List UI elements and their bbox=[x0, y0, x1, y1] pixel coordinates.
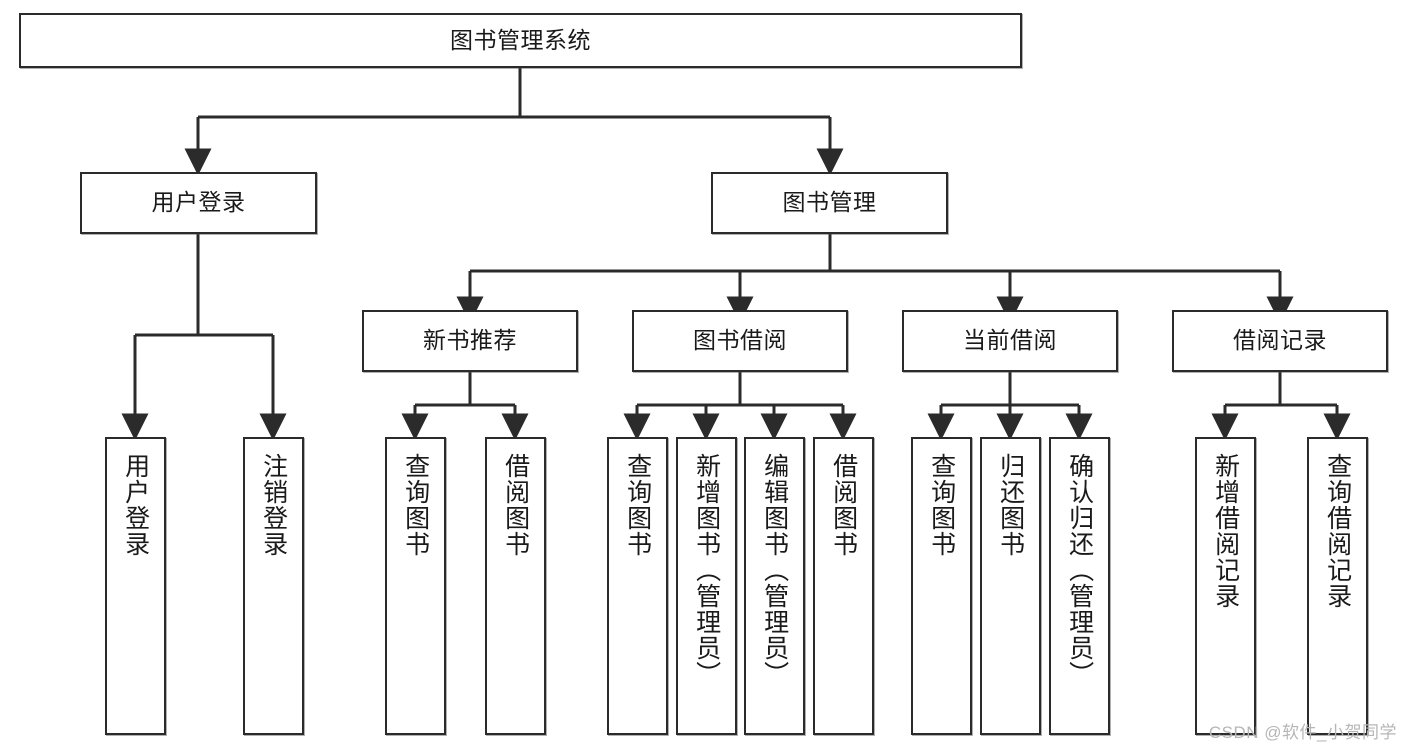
leaf-current-borrow-2[interactable]: 归还图书 bbox=[980, 437, 1041, 735]
leaf-user-login-1[interactable]: 用户登录 bbox=[105, 437, 166, 735]
node-book-manage-label: 图书管理 bbox=[782, 189, 877, 216]
leaf-new-book-2[interactable]: 借阅图书 bbox=[485, 437, 546, 735]
leaf-current-borrow-3[interactable]: 确认归还（管理员） bbox=[1049, 437, 1110, 735]
leaf-borrow-record-2[interactable]: 查询借阅记录 bbox=[1307, 437, 1368, 735]
node-borrow-record[interactable]: 借阅记录 bbox=[1172, 310, 1388, 372]
leaf-book-borrow-1-label: 查询图书 bbox=[623, 453, 652, 557]
leaf-user-login-2-label: 注销登录 bbox=[259, 453, 288, 557]
leaf-borrow-record-1-label: 新增借阅记录 bbox=[1211, 453, 1240, 609]
node-root-label: 图书管理系统 bbox=[450, 26, 591, 53]
leaf-current-borrow-1-label: 查询图书 bbox=[927, 453, 956, 557]
leaf-new-book-1-label: 查询图书 bbox=[401, 453, 430, 557]
node-book-borrow-label: 图书借阅 bbox=[693, 327, 787, 354]
leaf-book-borrow-2[interactable]: 新增图书（管理员） bbox=[676, 437, 737, 735]
node-borrow-record-label: 借阅记录 bbox=[1233, 327, 1327, 354]
leaf-user-login-1-label: 用户登录 bbox=[121, 453, 150, 557]
leaf-new-book-2-label: 借阅图书 bbox=[501, 453, 530, 557]
node-root[interactable]: 图书管理系统 bbox=[19, 13, 1022, 68]
leaf-current-borrow-2-label: 归还图书 bbox=[996, 453, 1025, 557]
leaf-new-book-1[interactable]: 查询图书 bbox=[385, 437, 446, 735]
leaf-book-borrow-1[interactable]: 查询图书 bbox=[607, 437, 668, 735]
node-user-login-label: 用户登录 bbox=[151, 189, 246, 216]
csdn-watermark: CSDN @软件_小贺同学 bbox=[1208, 723, 1397, 742]
leaf-borrow-record-1[interactable]: 新增借阅记录 bbox=[1195, 437, 1256, 735]
leaf-book-borrow-4[interactable]: 借阅图书 bbox=[813, 437, 874, 735]
leaf-current-borrow-1[interactable]: 查询图书 bbox=[911, 437, 972, 735]
leaf-current-borrow-3-label: 确认归还（管理员） bbox=[1065, 453, 1094, 687]
leaf-book-borrow-3[interactable]: 编辑图书（管理员） bbox=[744, 437, 805, 735]
leaf-book-borrow-2-label: 新增图书（管理员） bbox=[692, 453, 721, 687]
leaf-borrow-record-2-label: 查询借阅记录 bbox=[1323, 453, 1352, 609]
node-current-borrow[interactable]: 当前借阅 bbox=[902, 310, 1118, 372]
leaf-book-borrow-4-label: 借阅图书 bbox=[829, 453, 858, 557]
node-new-book-recommend[interactable]: 新书推荐 bbox=[362, 310, 578, 372]
node-new-book-recommend-label: 新书推荐 bbox=[423, 327, 517, 354]
leaf-book-borrow-3-label: 编辑图书（管理员） bbox=[760, 453, 789, 687]
node-book-manage[interactable]: 图书管理 bbox=[711, 172, 948, 234]
node-user-login[interactable]: 用户登录 bbox=[80, 172, 317, 234]
leaf-user-login-2[interactable]: 注销登录 bbox=[243, 437, 304, 735]
node-book-borrow[interactable]: 图书借阅 bbox=[632, 310, 848, 372]
node-current-borrow-label: 当前借阅 bbox=[963, 327, 1057, 354]
